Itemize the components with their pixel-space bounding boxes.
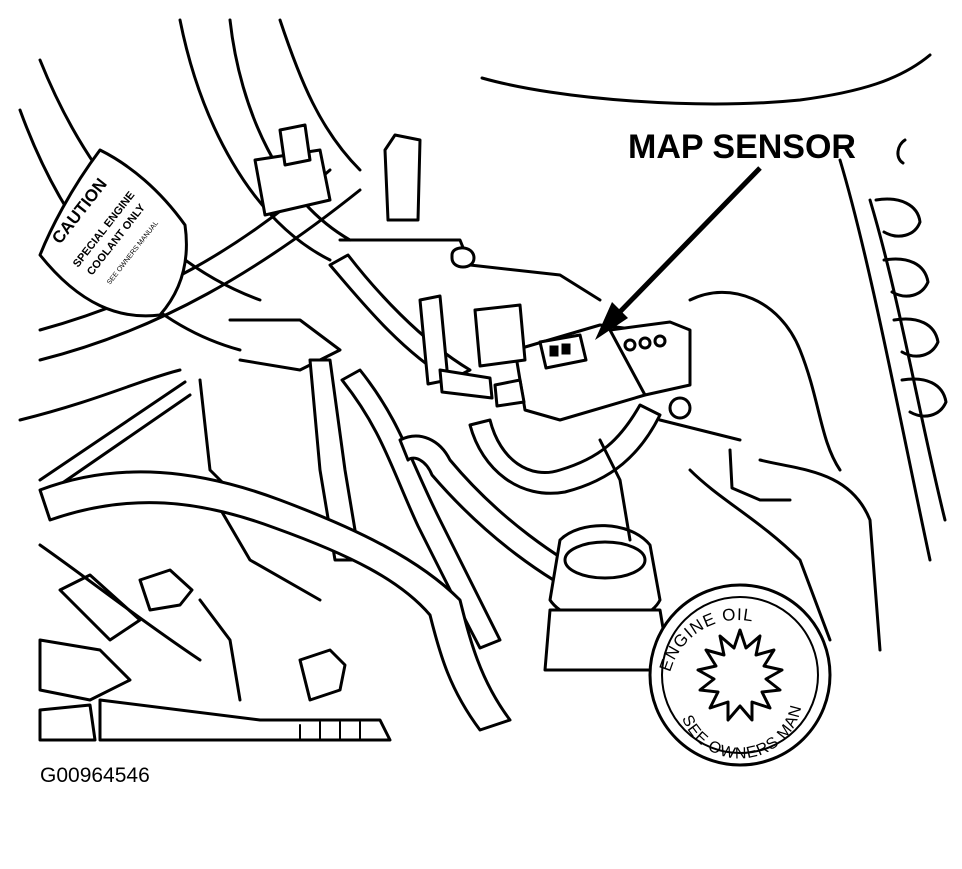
callout-label: MAP SENSOR <box>628 128 856 166</box>
map-sensor <box>418 294 692 422</box>
figure-id: G00964546 <box>40 764 150 787</box>
coolant-reservoir-cap: CAUTION SPECIAL ENGINE COOLANT ONLY SEE … <box>38 148 188 318</box>
intake-manifold-area <box>198 123 602 602</box>
map-sensor-callout: MAP SENSOR <box>595 128 856 340</box>
oil-filler-cap: ENGINE OIL SEE OWNERS MANUAL <box>0 0 832 767</box>
lower-left-components <box>38 543 392 742</box>
callout-arrow-shaft <box>610 166 762 322</box>
callout-arrow-head <box>595 302 628 340</box>
oil-cap-starburst <box>696 628 784 722</box>
engine-cover-outline <box>480 53 948 652</box>
